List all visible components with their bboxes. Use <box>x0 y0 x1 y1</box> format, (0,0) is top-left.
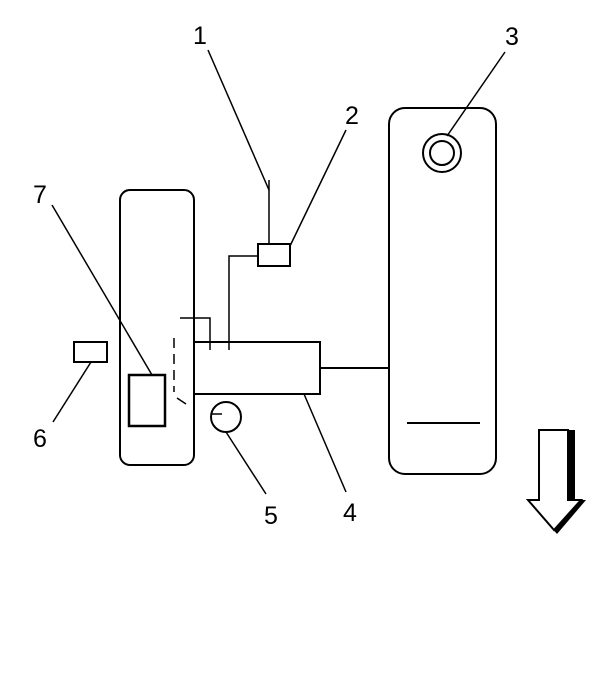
callout-2: 2 <box>345 102 359 130</box>
leader-line-3 <box>446 51 506 137</box>
connector-wire <box>228 255 258 350</box>
round-sensor <box>210 401 242 433</box>
callout-7: 7 <box>33 181 47 209</box>
inner-module <box>127 373 167 428</box>
bracket-wire <box>180 317 211 350</box>
main-module <box>193 341 321 395</box>
leader-line-4 <box>303 393 347 493</box>
right-panel <box>388 107 497 475</box>
leader-line-1 <box>207 49 270 191</box>
callout-4: 4 <box>343 499 357 527</box>
small-connector-box <box>257 243 291 267</box>
leader-line-5 <box>225 431 267 495</box>
callout-1: 1 <box>193 22 207 50</box>
callout-6: 6 <box>33 425 47 453</box>
callout-5: 5 <box>264 502 278 530</box>
dashed-guide-diagonal <box>176 397 187 405</box>
left-panel <box>119 189 195 466</box>
leader-line-7 <box>51 204 153 376</box>
callout-3: 3 <box>505 23 519 51</box>
leader-line-6 <box>52 361 92 423</box>
down-arrow-icon <box>525 429 586 534</box>
round-fitting <box>422 133 462 173</box>
side-sensor <box>73 341 108 363</box>
leader-line-2 <box>289 129 347 247</box>
